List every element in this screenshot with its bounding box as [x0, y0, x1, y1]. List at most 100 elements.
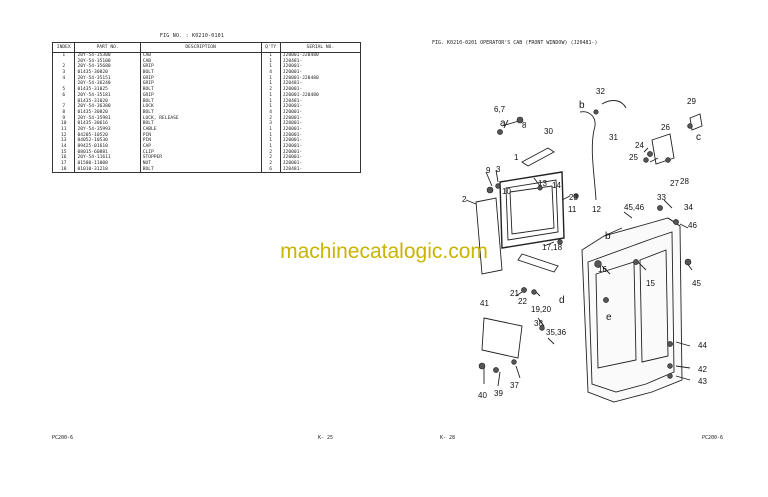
part-callout-label: 23 [569, 193, 578, 202]
row-index: 10 [51, 121, 76, 127]
connector-letter-label: b [579, 100, 585, 111]
figure-title: FIG. K0210-0201 OPERATOR'S CAB (FRONT WI… [432, 40, 598, 46]
left-page: FIG NO. : K0210-0101 INDEX PART NO. DESC… [51, 33, 362, 441]
part-callout-label: 8 [522, 121, 527, 130]
row-serial-no: J20001- [279, 144, 362, 150]
row-index: 3 [51, 70, 76, 76]
row-index: 6 [51, 92, 76, 99]
row-index: 13 [51, 138, 76, 144]
row-qty: 1 [260, 104, 281, 110]
row-part-no: 08015-60881 [74, 149, 141, 156]
footer-page-number-right: K- 28 [440, 435, 456, 441]
footer-model-right: PC200-6 [702, 435, 724, 441]
row-serial-no: J20481- [279, 98, 362, 105]
row-qty: 1 [260, 64, 281, 71]
part-callout-label: 9 [486, 166, 491, 175]
row-qty: 6 [260, 166, 281, 173]
table-bottom-rule [52, 172, 361, 174]
part-callout-label: 37 [510, 381, 519, 390]
row-part-no: 01435-30820 [74, 70, 141, 76]
row-part-no: 20Y-54-35680 [74, 64, 141, 71]
part-callout-label: 11 [568, 205, 577, 214]
diagram-fasteners [478, 109, 693, 379]
connector-letter-label: d [559, 295, 565, 306]
row-serial-no: J20001- [279, 64, 362, 71]
row-part-no: 20Y-54-11611 [74, 155, 141, 162]
row-qty: 1 [260, 144, 281, 150]
parts-table-header: INDEX PART NO. DESCRIPTION Q'TY SERIAL N… [51, 42, 362, 53]
part-callout-label: 39 [494, 389, 503, 398]
row-part-no: 20Y-54-36240 [74, 81, 141, 88]
part-callout-label: 45,46 [624, 203, 645, 212]
row-serial-no: J20001- [279, 155, 362, 162]
row-part-no: 20Y-54-35151 [74, 75, 141, 82]
row-index: 9 [51, 115, 76, 122]
row-serial-no: J20001-J20480 [279, 75, 362, 82]
footer-model: PC200-6 [52, 435, 74, 441]
row-index: 5 [51, 87, 76, 93]
row-index: 16 [51, 155, 76, 162]
row-index: 7 [51, 104, 76, 110]
row-qty: 1 [260, 52, 281, 59]
row-qty: 1 [260, 58, 281, 65]
row-qty: 2 [260, 149, 281, 156]
row-serial-no: J20001- [279, 121, 362, 127]
row-index: 12 [51, 132, 76, 139]
part-callout-label: 10 [502, 187, 511, 196]
row-part-no: 20Y-54-36380 [74, 104, 141, 110]
part-callout-label: 21 [510, 289, 519, 298]
row-qty: 1 [260, 81, 281, 88]
row-serial-no: J20001- [279, 87, 362, 93]
part-callout-label: 33 [657, 193, 666, 202]
connector-letter-label: c [696, 132, 701, 143]
part-callout-label: 42 [698, 365, 707, 374]
part-callout-label: 29 [687, 97, 696, 106]
part-callout-label: 35,36 [546, 328, 567, 337]
row-serial-no: J20001- [279, 70, 362, 76]
row-serial-no: J20001- [279, 109, 362, 116]
part-callout-label: 3 [496, 165, 501, 174]
row-serial-no: J20481- [279, 166, 362, 173]
part-callout-label: 24 [635, 141, 644, 150]
row-serial-no: J20001-J20480 [279, 92, 362, 99]
parts-table: INDEX PART NO. DESCRIPTION Q'TY SERIAL N… [51, 42, 362, 174]
part-callout-label: 44 [698, 341, 707, 350]
row-qty: 2 [260, 155, 281, 162]
row-qty: 1 [260, 126, 281, 133]
row-index: 8 [51, 109, 76, 116]
row-part-no: 01010-31218 [74, 166, 141, 173]
row-part-no: 20Y-54-35300 [74, 52, 141, 59]
row-part-no: 20Y-54-35100 [74, 58, 141, 65]
row-index: 14 [51, 144, 76, 150]
part-callout-label: 25 [629, 153, 638, 162]
row-index: 2 [51, 64, 76, 71]
part-callout-label: 12 [592, 205, 601, 214]
row-serial-no: J20001-J20480 [279, 52, 362, 59]
part-callout-label: 32 [596, 87, 605, 96]
header-serial-no: SERIAL NO. [279, 42, 362, 53]
part-callout-label: 28 [680, 177, 689, 186]
row-part-no: 01435-31025 [74, 87, 141, 93]
part-callout-label: 27 [670, 179, 679, 188]
row-qty: 2 [260, 161, 281, 167]
row-index: 17 [51, 161, 76, 167]
part-callout-label: 40 [478, 391, 487, 400]
row-serial-no: J20481- [279, 81, 362, 88]
row-qty: 1 [260, 98, 281, 105]
footer-page-number: K- 25 [318, 435, 334, 441]
